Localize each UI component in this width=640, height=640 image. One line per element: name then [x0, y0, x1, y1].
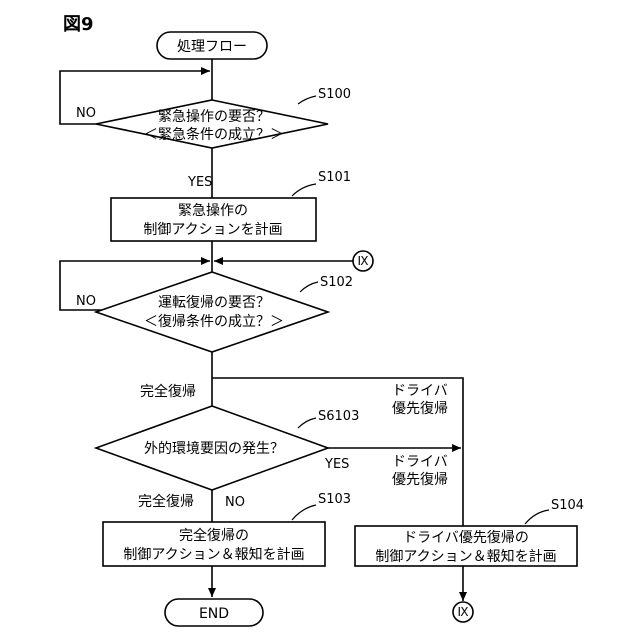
s100-leader — [298, 96, 316, 104]
s6103-yes-branch-1: ドライバ — [392, 454, 448, 470]
s102-step-id: S102 — [320, 275, 353, 290]
driver-priority-label-1: ドライバ — [392, 383, 448, 399]
end-label: END — [199, 606, 229, 622]
driver-priority-label-2: 優先復帰 — [392, 400, 448, 417]
s102-leader — [300, 282, 318, 292]
s6103-yes-label: YES — [324, 457, 349, 472]
s103-line2: 制御アクション＆報知を計画 — [123, 546, 304, 563]
s101-line1: 緊急操作の — [178, 203, 248, 219]
s102-question: 運転復帰の要否？ — [158, 294, 270, 311]
s104-step-id: S104 — [551, 498, 584, 513]
s100-no-label: NO — [76, 106, 96, 121]
s100-condition: ＜緊急条件の成立？＞ — [144, 126, 284, 143]
s6103-no-branch-label: 完全復帰 — [138, 493, 194, 510]
start-label: 処理フロー — [177, 39, 247, 55]
s100-question: 緊急操作の要否？ — [158, 109, 270, 125]
decision-s102 — [96, 272, 328, 352]
s104-leader — [525, 510, 549, 524]
s6103-no-label: NO — [225, 495, 245, 510]
connector-ix-bottom-label: Ⅸ — [457, 605, 468, 619]
s6103-yes-branch-2: 優先復帰 — [392, 471, 448, 488]
s102-no-label: NO — [76, 294, 96, 309]
s104-line2: 制御アクション＆報知を計画 — [375, 548, 556, 565]
s6103-step-id: S6103 — [318, 409, 359, 424]
s101-line2: 制御アクションを計画 — [143, 222, 282, 238]
s101-leader — [292, 184, 316, 196]
s6103-leader — [298, 418, 316, 428]
connector-ix-top-label: Ⅸ — [357, 254, 368, 268]
s103-step-id: S103 — [318, 492, 351, 507]
s104-line1: ドライバ優先復帰の — [403, 529, 529, 546]
s102-condition: ＜復帰条件の成立？＞ — [144, 313, 284, 330]
figure-label: 図9 — [63, 14, 94, 35]
s100-yes-label: YES — [187, 175, 212, 190]
s100-step-id: S100 — [318, 87, 351, 102]
s103-line1: 完全復帰の — [179, 527, 249, 544]
s6103-question: 外的環境要因の発生？ — [144, 441, 284, 457]
s103-leader — [292, 505, 316, 520]
full-recovery-label: 完全復帰 — [140, 383, 196, 400]
s101-step-id: S101 — [318, 170, 351, 185]
